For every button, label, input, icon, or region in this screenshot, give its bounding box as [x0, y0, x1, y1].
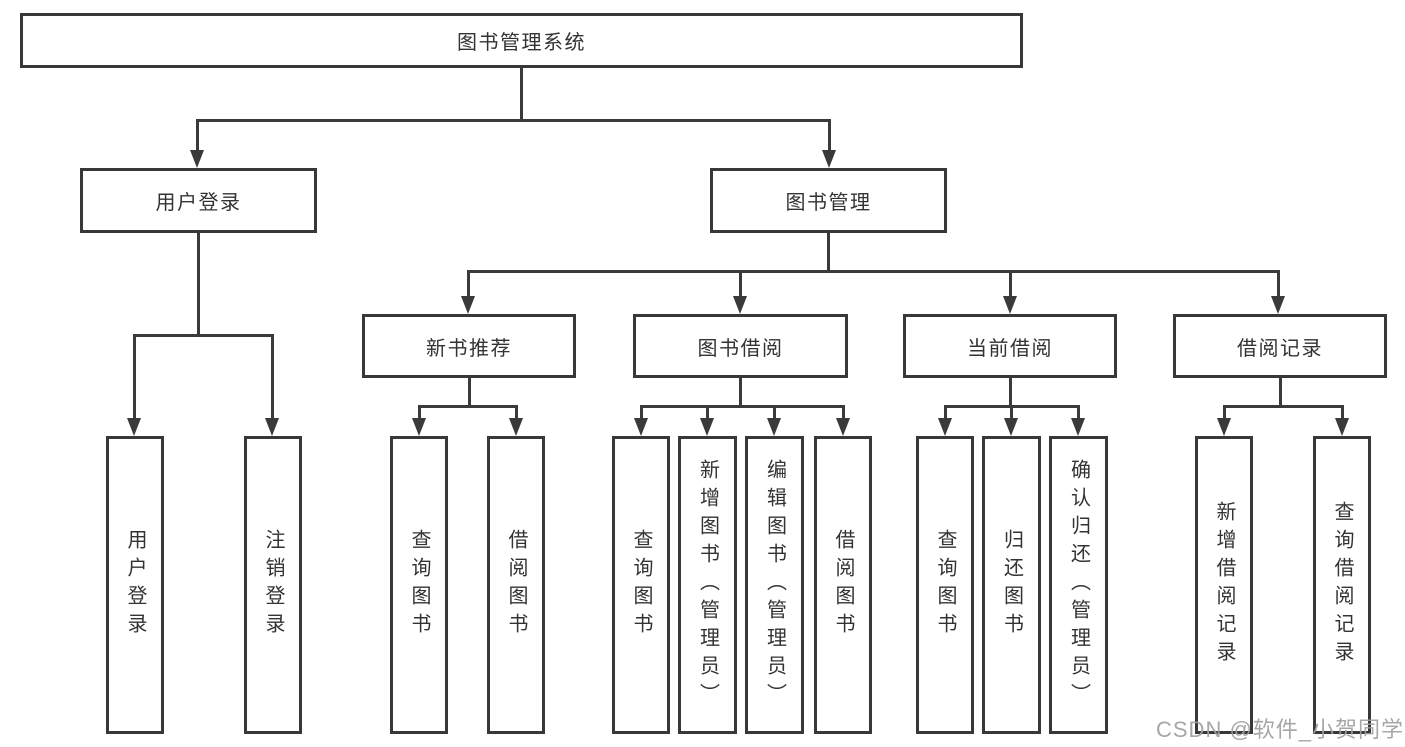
leaf-logout-login: 注销登录	[244, 436, 302, 734]
node-label: 借阅图书	[832, 529, 854, 641]
arrow-down-icon	[767, 418, 781, 436]
node-book-management: 图书管理	[710, 168, 947, 233]
leaf-borrowing-query-books: 查询图书	[612, 436, 670, 734]
node-label: 归还图书	[1000, 529, 1023, 641]
leaf-borrowing-add-books-admin: 新增图书（管理员）	[678, 436, 737, 734]
connector-line	[418, 405, 421, 420]
connector-line	[271, 334, 274, 420]
node-label: 借阅记录	[1237, 337, 1323, 360]
connector-line	[828, 119, 831, 152]
connector-line	[467, 270, 470, 298]
arrow-down-icon	[1271, 296, 1285, 314]
connector-line	[842, 405, 845, 420]
connector-line	[520, 67, 523, 121]
connector-line	[1010, 405, 1013, 420]
leaf-recommend-query-books: 查询图书	[390, 436, 448, 734]
node-user-login: 用户登录	[80, 168, 317, 233]
leaf-recommend-borrow-books: 借阅图书	[487, 436, 545, 734]
arrow-down-icon	[509, 418, 523, 436]
node-library-management-system: 图书管理系统	[20, 13, 1023, 68]
node-label: 编辑图书（管理员）	[763, 459, 786, 711]
connector-line	[640, 405, 643, 420]
node-label: 新增借阅记录	[1213, 501, 1235, 669]
connector-line	[1009, 270, 1012, 298]
connector-line	[1277, 270, 1280, 298]
node-label: 查询图书	[630, 529, 652, 641]
node-label: 用户登录	[124, 529, 146, 641]
arrow-down-icon	[1217, 418, 1231, 436]
connector-line	[515, 405, 518, 420]
node-label: 确认归还（管理员）	[1067, 459, 1090, 711]
connector-line	[1223, 405, 1343, 408]
connector-line	[706, 405, 709, 420]
connector-line	[827, 233, 830, 272]
node-label: 图书借阅	[697, 337, 784, 360]
connector-line	[418, 405, 518, 408]
leaf-user-login: 用户登录	[106, 436, 164, 734]
arrow-down-icon	[700, 418, 714, 436]
arrow-down-icon	[1003, 296, 1017, 314]
arrow-down-icon	[190, 150, 204, 168]
arrow-down-icon	[938, 418, 952, 436]
arrow-down-icon	[412, 418, 426, 436]
connector-line	[1341, 405, 1344, 420]
node-borrowing-records: 借阅记录	[1173, 314, 1387, 378]
connector-line	[1279, 378, 1282, 407]
node-label: 图书管理系统	[457, 32, 586, 54]
connector-line	[197, 233, 200, 336]
connector-line	[640, 405, 844, 408]
leaf-records-add-borrow-record: 新增借阅记录	[1195, 436, 1253, 734]
connector-line	[196, 119, 831, 122]
arrow-down-icon	[836, 418, 850, 436]
connector-line	[133, 334, 136, 420]
node-label: 用户登录	[155, 192, 242, 214]
connector-line	[468, 378, 471, 407]
leaf-borrowing-borrow-books: 借阅图书	[814, 436, 872, 734]
node-book-borrowing: 图书借阅	[633, 314, 848, 378]
arrow-down-icon	[1004, 418, 1018, 436]
arrow-down-icon	[1071, 418, 1085, 436]
connector-line	[467, 270, 1279, 273]
connector-line	[944, 405, 947, 420]
connector-line	[739, 378, 742, 407]
node-label: 当前借阅	[967, 337, 1053, 360]
node-label: 注销登录	[262, 529, 284, 641]
leaf-borrowing-edit-books-admin: 编辑图书（管理员）	[745, 436, 804, 734]
leaf-current-return-books: 归还图书	[982, 436, 1041, 734]
connector-line	[1009, 378, 1012, 407]
connector-line	[1223, 405, 1226, 420]
arrow-down-icon	[733, 296, 747, 314]
csdn-watermark: CSDN @软件_小贺同学	[1156, 717, 1405, 742]
connector-line	[196, 119, 199, 152]
arrow-down-icon	[822, 150, 836, 168]
node-label: 借阅图书	[505, 529, 527, 641]
connector-line	[133, 334, 273, 337]
arrow-down-icon	[265, 418, 279, 436]
node-current-borrowing: 当前借阅	[903, 314, 1117, 378]
node-label: 查询图书	[934, 529, 956, 641]
connector-line	[1077, 405, 1080, 420]
arrow-down-icon	[127, 418, 141, 436]
leaf-current-confirm-return-admin: 确认归还（管理员）	[1049, 436, 1108, 734]
arrow-down-icon	[634, 418, 648, 436]
leaf-current-query-books: 查询图书	[916, 436, 974, 734]
node-label: 新增图书（管理员）	[696, 459, 719, 711]
node-label: 查询图书	[408, 529, 430, 641]
connector-line	[773, 405, 776, 420]
node-label: 图书管理	[785, 192, 872, 214]
arrow-down-icon	[1335, 418, 1349, 436]
arrow-down-icon	[461, 296, 475, 314]
leaf-records-query-borrow-record: 查询借阅记录	[1313, 436, 1371, 734]
node-label: 新书推荐	[426, 337, 512, 360]
connector-line	[739, 270, 742, 298]
node-label: 查询借阅记录	[1331, 501, 1353, 669]
node-new-book-recommendation: 新书推荐	[362, 314, 576, 378]
